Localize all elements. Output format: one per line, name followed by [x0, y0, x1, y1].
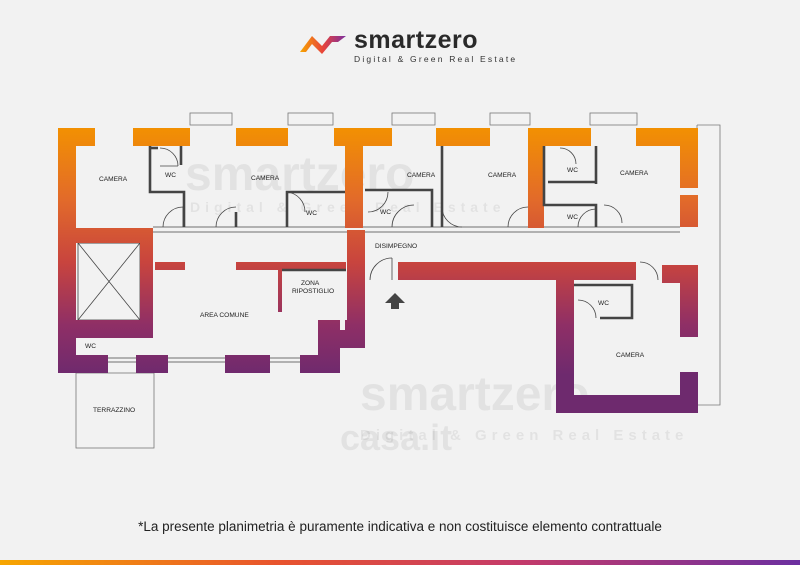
- label-camera-5: CAMERA: [620, 170, 649, 177]
- label-wc-5: WC: [567, 214, 578, 221]
- label-camera-2: CAMERA: [251, 175, 280, 182]
- disclaimer-text: *La presente planimetria è puramente ind…: [138, 519, 662, 534]
- label-camera-4: CAMERA: [488, 172, 517, 179]
- gradient-footer-bar: [0, 560, 800, 565]
- walls: [58, 128, 698, 413]
- watermark-portal: casa.it: [340, 417, 452, 458]
- balcony-outlines: [75, 112, 721, 449]
- watermark-tagline-bottom: Digital & Green Real Estate: [360, 427, 688, 444]
- label-disimpegno: DISIMPEGNO: [375, 243, 417, 250]
- brand-name: smartzero: [354, 26, 478, 54]
- label-camera-1: CAMERA: [99, 176, 128, 183]
- label-wc-6: WC: [85, 343, 96, 350]
- label-wc-2: WC: [306, 210, 317, 217]
- label-wc-3: WC: [380, 209, 391, 216]
- room-labels: CAMERA WC CAMERA WC CAMERA WC CAMERA WC …: [85, 167, 649, 414]
- label-zona: ZONA: [301, 280, 320, 287]
- watermark-brand-bottom: smartzero: [360, 368, 589, 421]
- smartzero-logo: smartzero Digital & Green Real Estate: [298, 26, 515, 64]
- partitions: [148, 146, 634, 320]
- label-ripostiglio: RIPOSTIGLIO: [292, 288, 334, 295]
- door-swings: [159, 147, 659, 319]
- label-wc-1: WC: [165, 172, 176, 179]
- label-wc-7: WC: [598, 300, 609, 307]
- label-area-comune: AREA COMUNE: [200, 312, 249, 319]
- label-camera-6: CAMERA: [616, 352, 645, 359]
- terrazzino-outline: [75, 372, 155, 449]
- entrance-arrow-icon: [385, 293, 405, 309]
- label-wc-4: WC: [567, 167, 578, 174]
- brand-tagline: Digital & Green Real Estate: [354, 54, 518, 64]
- label-terrazzino: TERRAZZINO: [93, 407, 135, 414]
- label-camera-3: CAMERA: [407, 172, 436, 179]
- logo-mark-icon: [300, 36, 346, 54]
- watermark-group: smartzero Digital & Green Real Estate sm…: [185, 148, 688, 458]
